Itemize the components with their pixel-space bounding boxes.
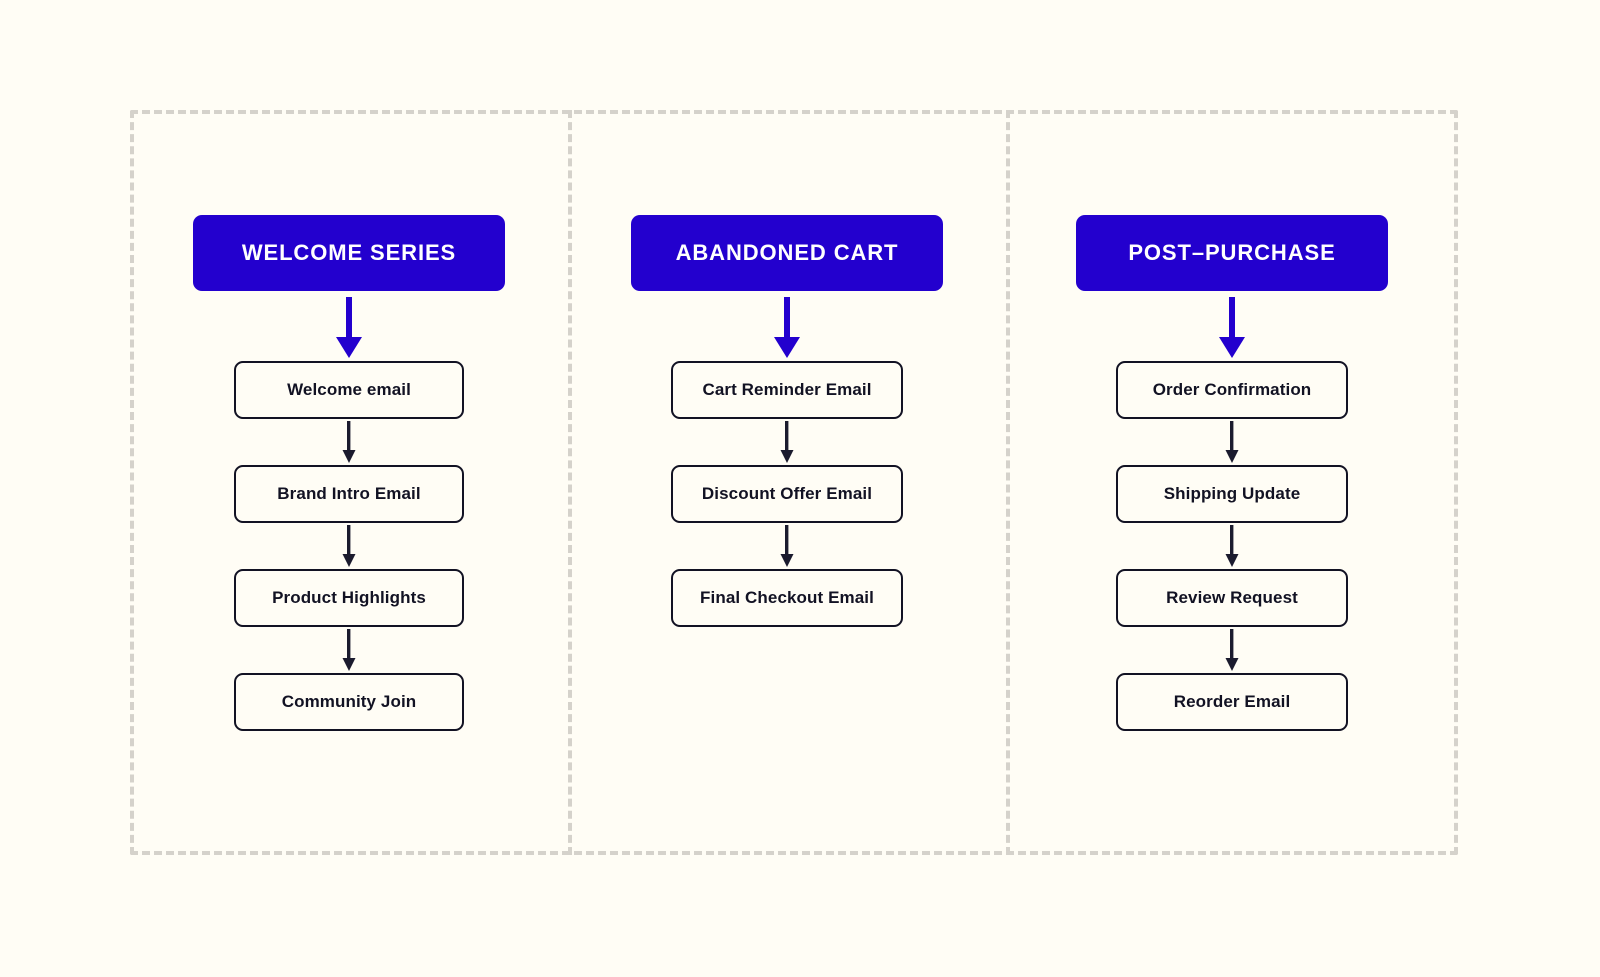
down-arrow-small-icon xyxy=(1225,421,1239,463)
step-list-post-purchase: Order Confirmation Shipping Update Revie… xyxy=(1116,361,1348,731)
step-list-welcome-series: Welcome email Brand Intro Email Product … xyxy=(234,361,464,731)
step-box[interactable]: Product Highlights xyxy=(234,569,464,627)
dashed-frame xyxy=(130,110,1458,855)
down-arrow-icon xyxy=(1219,297,1245,358)
down-arrow-small-icon xyxy=(780,525,794,567)
lane-divider-2 xyxy=(1006,110,1010,855)
step-box[interactable]: Reorder Email xyxy=(1116,673,1348,731)
lane-header-welcome-series[interactable]: WELCOME SERIES xyxy=(193,215,505,291)
down-arrow-icon xyxy=(336,297,362,358)
step-box[interactable]: Welcome email xyxy=(234,361,464,419)
step-box[interactable]: Cart Reminder Email xyxy=(671,361,903,419)
step-box[interactable]: Review Request xyxy=(1116,569,1348,627)
step-box[interactable]: Final Checkout Email xyxy=(671,569,903,627)
lane-header-post-purchase[interactable]: POST–PURCHASE xyxy=(1076,215,1388,291)
down-arrow-small-icon xyxy=(780,421,794,463)
lane-header-abandoned-cart[interactable]: ABANDONED CART xyxy=(631,215,943,291)
lane-post-purchase: POST–PURCHASE Order Confirmation Shippin… xyxy=(1006,110,1458,855)
lane-welcome-series: WELCOME SERIES Welcome email Brand Intro… xyxy=(130,110,568,855)
down-arrow-small-icon xyxy=(1225,629,1239,671)
step-box[interactable]: Discount Offer Email xyxy=(671,465,903,523)
down-arrow-small-icon xyxy=(342,421,356,463)
down-arrow-small-icon xyxy=(342,525,356,567)
down-arrow-small-icon xyxy=(342,629,356,671)
step-box[interactable]: Shipping Update xyxy=(1116,465,1348,523)
step-box[interactable]: Order Confirmation xyxy=(1116,361,1348,419)
down-arrow-icon xyxy=(774,297,800,358)
step-list-abandoned-cart: Cart Reminder Email Discount Offer Email… xyxy=(671,361,903,627)
step-box[interactable]: Community Join xyxy=(234,673,464,731)
step-box[interactable]: Brand Intro Email xyxy=(234,465,464,523)
lane-abandoned-cart: ABANDONED CART Cart Reminder Email Disco… xyxy=(568,110,1006,855)
lane-divider-1 xyxy=(568,110,572,855)
down-arrow-small-icon xyxy=(1225,525,1239,567)
